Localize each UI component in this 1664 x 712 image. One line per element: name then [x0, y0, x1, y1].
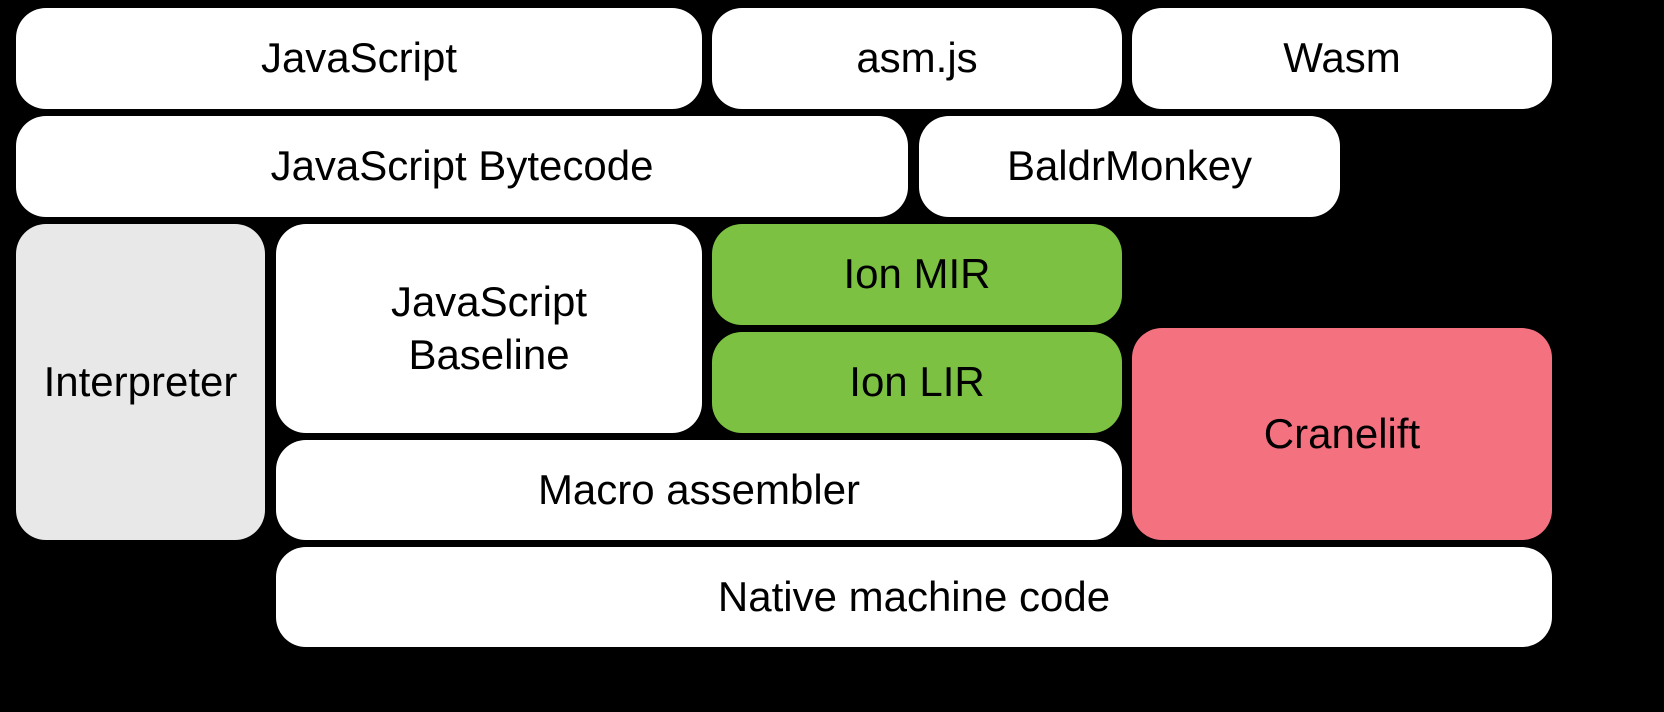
node-cranelift: Cranelift — [1132, 328, 1552, 540]
node-javascript: JavaScript — [16, 8, 702, 109]
node-macro-assembler-label: Macro assembler — [537, 465, 861, 513]
node-ion-lir-label: Ion LIR — [849, 358, 985, 406]
node-javascript-bytecode-label: JavaScript Bytecode — [270, 142, 654, 190]
node-macro-assembler: Macro assembler — [276, 440, 1122, 540]
node-native-machine-code-label: Native machine code — [717, 572, 1111, 620]
node-wasm-label: Wasm — [1283, 34, 1401, 82]
node-baldrmonkey: BaldrMonkey — [919, 116, 1340, 217]
node-cranelift-label: Cranelift — [1263, 409, 1421, 457]
node-javascript-baseline-label: JavaScript Baseline — [390, 278, 588, 378]
node-interpreter: Interpreter — [16, 224, 265, 540]
node-ion-lir: Ion LIR — [712, 332, 1122, 433]
node-javascript-bytecode: JavaScript Bytecode — [16, 116, 908, 217]
node-ion-mir: Ion MIR — [712, 224, 1122, 325]
node-asmjs: asm.js — [712, 8, 1122, 109]
node-wasm: Wasm — [1132, 8, 1552, 109]
node-javascript-baseline: JavaScript Baseline — [276, 224, 702, 433]
node-asmjs-label: asm.js — [856, 34, 978, 82]
node-ion-mir-label: Ion MIR — [843, 250, 991, 298]
node-interpreter-label: Interpreter — [43, 357, 238, 405]
node-native-machine-code: Native machine code — [276, 547, 1552, 647]
node-javascript-label: JavaScript — [260, 34, 458, 82]
node-baldrmonkey-label: BaldrMonkey — [1006, 142, 1253, 190]
